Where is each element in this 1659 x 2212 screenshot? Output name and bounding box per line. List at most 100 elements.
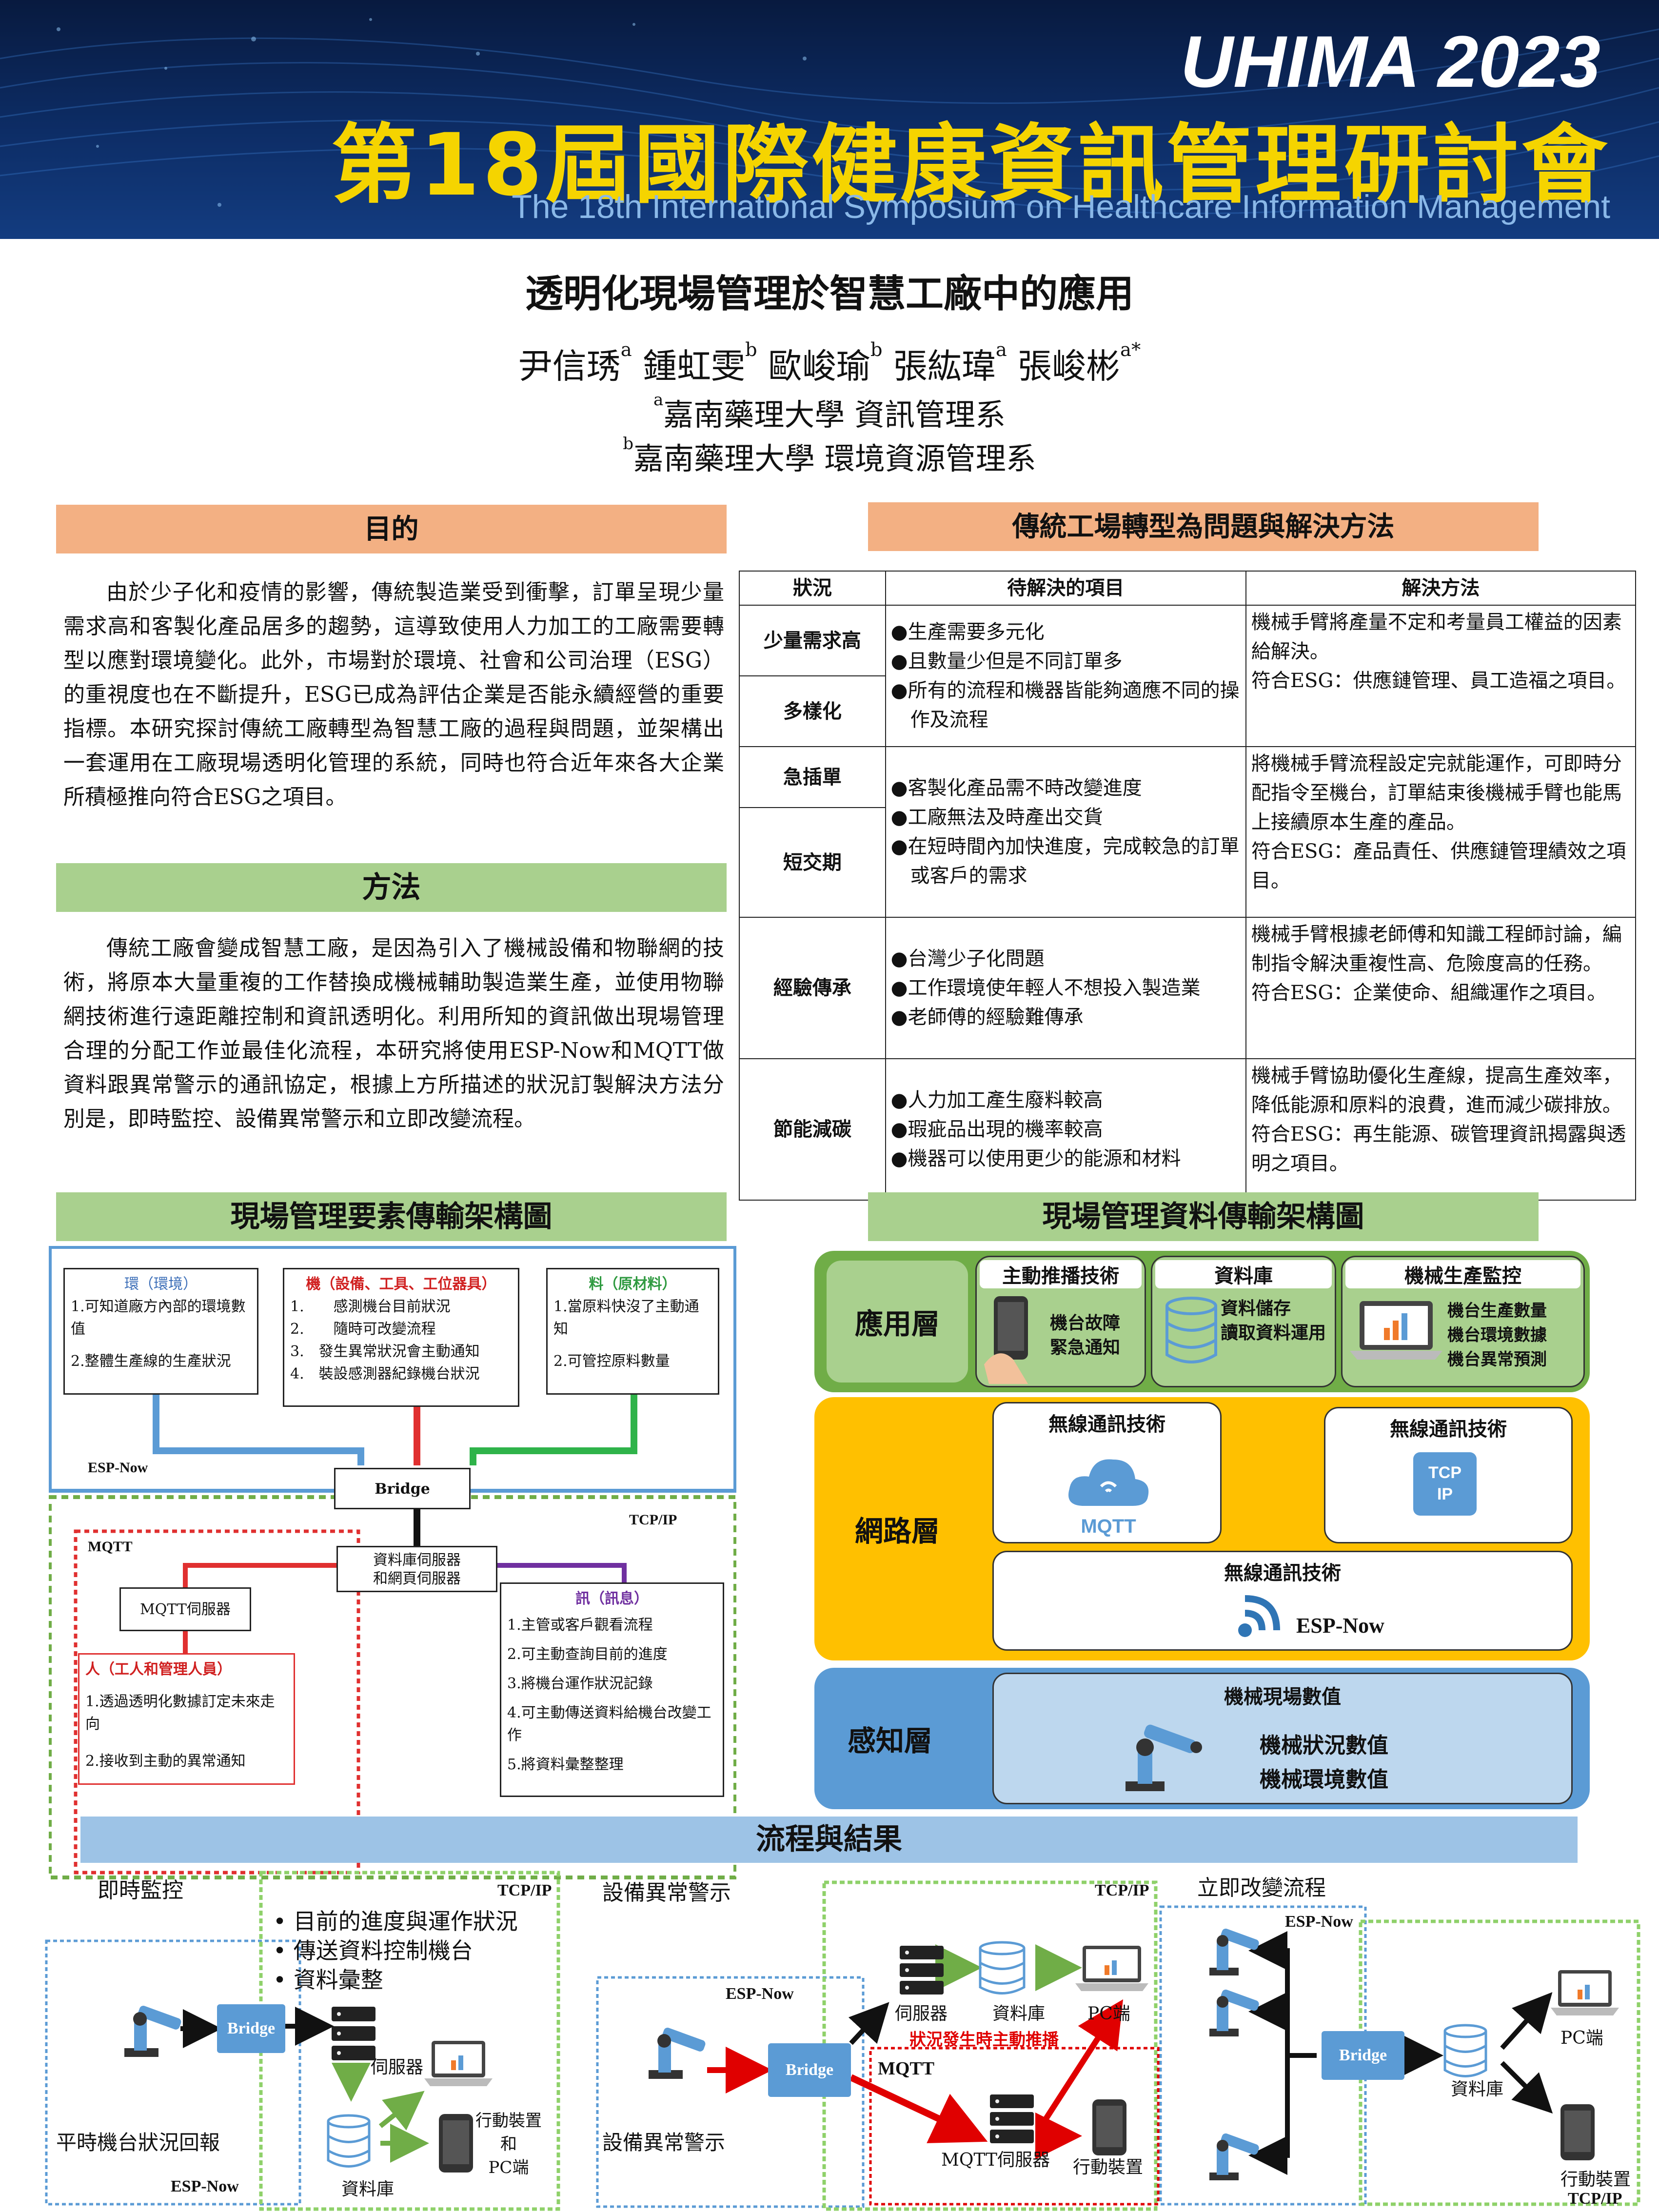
conference-banner: UHIMA 2023 第18屆國際健康資訊管理研討會 The 18th Inte… <box>0 0 1659 239</box>
info-title: 訊（訊息） <box>575 1590 649 1607</box>
robot-arm-icon <box>1209 2133 1259 2180</box>
tcpip-label: TCP/IP <box>1568 2190 1622 2208</box>
mqtt-server-box: MQTT伺服器 <box>119 1587 251 1631</box>
server-icon <box>332 2007 375 2060</box>
results-heading: 流程與結果 <box>80 1817 1578 1863</box>
col-header-items: 待解決的項目 <box>885 571 1246 606</box>
status-cell: 經驗傳承 <box>739 917 886 1059</box>
table-row: 少量需求高 ●生產需要多元化●且數量少但是不同訂單多●所有的流程和機器皆能夠適應… <box>739 605 1637 747</box>
author-name: 張峻彬 <box>1018 346 1121 386</box>
robot-arm-icon <box>124 2005 181 2057</box>
solution-cell: 將機械手臂流程設定完就能運作，可即時分配指令至機台，訂單結束後機械手臂也能馬上接… <box>1245 746 1637 918</box>
mqtt-cloud-icon <box>1068 1459 1149 1506</box>
bridge-node: Bridge <box>217 2004 285 2053</box>
mqtt-label: MQTT <box>878 2058 935 2079</box>
wireless-title: 無線通訊技術 <box>1224 1561 1341 1584</box>
info-item: 1.主管或客戶觀看流程 <box>507 1617 653 1634</box>
paper-title: 透明化現場管理於智慧工廠中的應用 <box>525 272 1134 316</box>
solution-cell: 機械手臂將產量不定和考量員工權益的因素給解決。 符合ESG：供應鏈管理、員工造福… <box>1245 605 1637 747</box>
espnow-label: ESP-Now <box>726 1985 794 2003</box>
wifi-icon <box>1238 1595 1280 1637</box>
push-text: 機台故障 緊急通知 <box>1050 1313 1121 1358</box>
machine-item: 3. 發生異常狀況會主動通知 <box>290 1343 480 1360</box>
pc-label: PC端 <box>1087 2004 1130 2024</box>
monitor-card: 機械生產監控 機台生產數量 機台環境數據 機台異常預測 <box>1341 1256 1585 1387</box>
elements-diagram: 環（環境） 1.可知道廠方內部的環境數值 2.整體生產線的生產狀況 機（設備、工… <box>49 1246 736 1977</box>
problems-table: 狀況 待解決的項目 解決方法 少量需求高 ●生產需要多元化●且數量少但是不同訂單… <box>739 571 1637 1201</box>
item-text: ●在短時間內加快進度，完成較急的訂單或客戶的需求 <box>890 835 1240 887</box>
smartphone-icon <box>1560 2104 1595 2160</box>
espnow-label: ESP-Now <box>1296 1614 1384 1638</box>
env-item: 2.整體生產線的生產狀況 <box>71 1353 231 1370</box>
alert-caption: 設備異常警示 <box>602 2131 726 2154</box>
mobile-label: 行動裝置 <box>1560 2170 1631 2190</box>
database-icon <box>979 1941 1026 1995</box>
table-row: 短交期 <box>739 807 1636 918</box>
monitor-text: 機台生產數量 機台環境數據 機台異常預測 <box>1447 1301 1547 1369</box>
elements-heading: 現場管理要素傳輸架構圖 <box>56 1192 727 1241</box>
info-item: 4.可主動傳送資料給機台改變工作 <box>507 1704 711 1744</box>
author-name: 歐峻瑜 <box>768 346 870 386</box>
item-text: ●生產需要多元化 <box>890 621 1045 643</box>
bullet-item: • 資料彙整 <box>273 1967 383 1993</box>
purpose-heading: 目的 <box>56 505 727 553</box>
env-title: 環（環境） <box>124 1276 198 1293</box>
method-heading: 方法 <box>56 863 727 912</box>
espnow-label: ESP-Now <box>88 1460 148 1476</box>
network-layer-label: 網路層 <box>854 1515 940 1548</box>
smartphone-icon <box>439 2114 473 2172</box>
table-row: 經驗傳承 ●台灣少子化問題●工作環境使年輕人不想投入製造業●老師傅的經驗難傳承 … <box>739 917 1637 1059</box>
status-cell: 多樣化 <box>739 675 886 747</box>
affiliation-sup: a <box>653 390 664 410</box>
laptop-chart-icon <box>1551 1970 1619 2015</box>
col-header-solution: 解決方法 <box>1245 571 1637 606</box>
database-icon <box>1443 2024 1487 2077</box>
item-text: ●所有的流程和機器皆能夠適應不同的操作及流程 <box>890 679 1240 731</box>
database-text: 資料儲存 讀取資料運用 <box>1221 1298 1326 1343</box>
bullet-item: • 目前的進度與運作狀況 <box>273 1908 518 1935</box>
machine-item: 2. 隨時可改變流程 <box>290 1321 436 1338</box>
mqtt-label: MQTT <box>1081 1516 1136 1537</box>
laptop-chart-icon <box>1350 1301 1442 1360</box>
wireless-espnow-card: 無線通訊技術 ESP-Now <box>992 1551 1573 1651</box>
push-on-event-label: 狀況發生時主動推播 <box>909 2030 1059 2050</box>
machine-box: 機（設備、工具、工位器具） 1. 感測機台目前狀況 2. 隨時可改變流程 3. … <box>283 1268 519 1407</box>
db-label: 資料庫 <box>992 2004 1046 2024</box>
people-box: 人（工人和管理人員） 1.透過透明化數據訂定未來走向 2.接收到主動的異常通知 <box>78 1653 295 1785</box>
author-list: 尹信琇a 鍾虹雯b 歐峻瑜b 張紘瑋a 張峻彬a* <box>0 339 1659 388</box>
robot-arm-icon <box>1126 1724 1202 1791</box>
application-layer-label: 應用層 <box>827 1261 968 1382</box>
item-text: ●人力加工產生廢料較高 <box>890 1089 1103 1111</box>
mobile-label: 行動裝置 <box>1073 2157 1144 2177</box>
machine-env-value: 機械環境數值 <box>1260 1767 1388 1792</box>
table-header-row: 狀況 待解決的項目 解決方法 <box>739 571 1637 606</box>
people-item: 1.透過透明化數據訂定未來走向 <box>85 1693 275 1733</box>
db-label: 資料庫 <box>1451 2079 1504 2099</box>
items-cell: ●客製化產品需不時改變進度●工廠無法及時產出交貨●在短時間內加快進度，完成較急的… <box>885 746 1246 918</box>
laptop-chart-icon <box>424 2041 493 2086</box>
affiliation-text: 嘉南藥理大學 資訊管理系 <box>663 397 1006 433</box>
info-item: 5.將資料彙整整理 <box>507 1756 624 1773</box>
bullet-text: 資料彙整 <box>293 1967 383 1993</box>
alert-title: 設備異常警示 <box>602 1880 731 1905</box>
status-cell: 短交期 <box>739 807 886 918</box>
pc-label: PC端 <box>1560 2028 1603 2048</box>
server-icon <box>900 1946 944 1995</box>
perception-layer-label: 感知層 <box>847 1724 932 1758</box>
change-title: 立即改變流程 <box>1197 1876 1326 1900</box>
status-cell: 節能減碳 <box>739 1058 886 1201</box>
server-label: 伺服器 <box>371 2057 424 2077</box>
author-name: 尹信琇 <box>518 346 621 386</box>
items-cell: ●台灣少子化問題●工作環境使年輕人不想投入製造業●老師傅的經驗難傳承 <box>885 917 1246 1059</box>
data-arch-heading: 現場管理資料傳輸架構圖 <box>868 1192 1539 1241</box>
espnow-label: ESP-Now <box>171 2177 239 2195</box>
bridge-node: Bridge <box>334 1468 471 1509</box>
tcpip-label: TCP/IP <box>1095 1881 1149 1899</box>
machine-title: 機（設備、工具、工位器具） <box>306 1276 496 1293</box>
mqtt-server-label: MQTT伺服器 <box>941 2150 1050 2170</box>
server-label: 伺服器 <box>895 2004 948 2024</box>
material-item: 2.可管控原料數量 <box>553 1353 670 1370</box>
mobile-pc-label: 行動裝置 和 PC端 <box>475 2111 542 2177</box>
item-text: ●老師傅的經驗難傳承 <box>890 1006 1084 1028</box>
col-header-status: 狀況 <box>739 571 886 606</box>
